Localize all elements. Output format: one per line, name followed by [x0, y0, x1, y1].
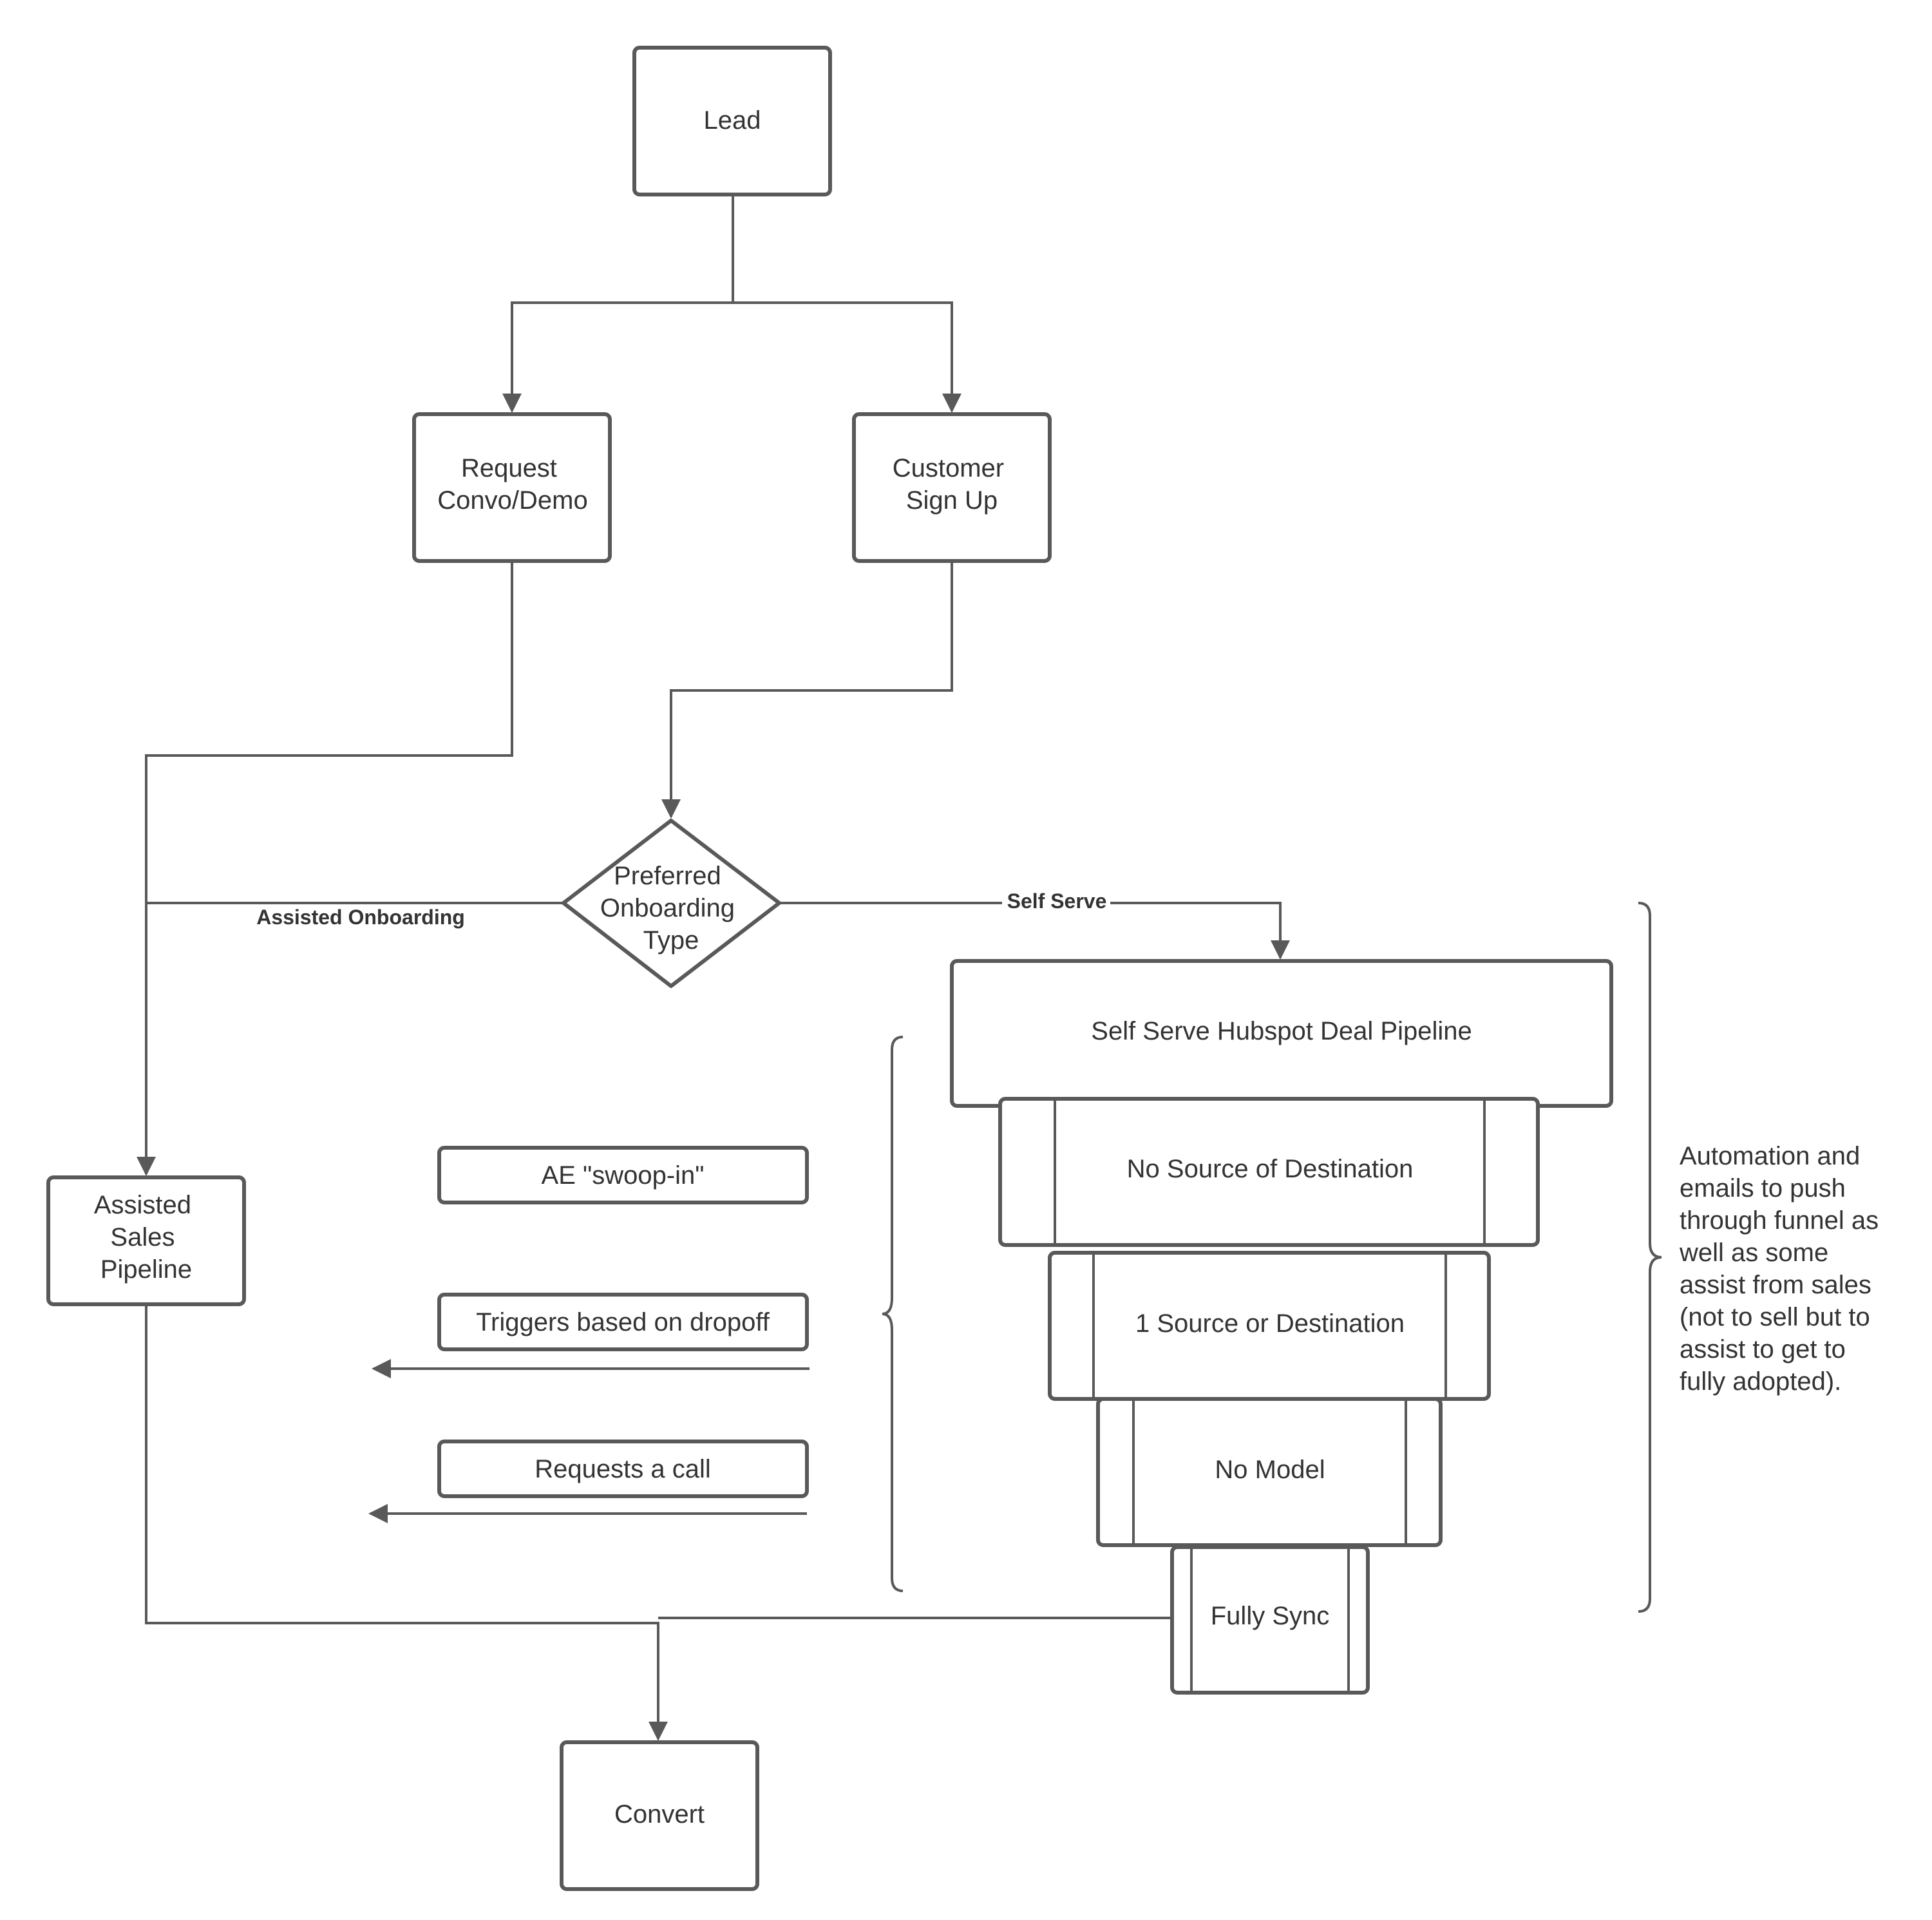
node-no-source-destination: No Source of Destination [998, 1097, 1540, 1247]
node-customer-sign-up: Customer Sign Up [852, 412, 1052, 563]
node-one-source-destination: 1 Source or Destination [1048, 1251, 1491, 1401]
edge-label-assisted-onboarding: Assisted Onboarding [256, 906, 465, 929]
node-fully-sync: Fully Sync [1170, 1545, 1370, 1695]
node-assisted-sales-pipeline: Assisted Sales Pipeline [46, 1175, 246, 1306]
edge-label-self-serve: Self Serve [1007, 889, 1107, 913]
edge-assisted-to-convert [145, 1304, 668, 1741]
annotation-note: Automation and emails to push through fu… [1679, 1142, 1886, 1396]
svg-text:Requests a call: Requests a call [535, 1455, 710, 1483]
edge-request-to-assisted [137, 562, 513, 1176]
node-triggers-dropoff: Triggers based on dropoff [437, 1293, 809, 1351]
svg-text:1 Source or Destination: 1 Source or Destination [1135, 1309, 1405, 1338]
svg-text:Lead: Lead [704, 106, 761, 135]
node-lead: Lead [632, 46, 832, 196]
svg-text:Self Serve Hubspot Deal Pipeli: Self Serve Hubspot Deal Pipeline [1091, 1017, 1472, 1045]
svg-text:Triggers based on dropoff: Triggers based on dropoff [476, 1308, 770, 1336]
svg-text:No Model: No Model [1215, 1456, 1325, 1484]
svg-text:Preferred Onboarding: Preferred Onboarding Type [600, 862, 742, 955]
node-requests-call: Requests a call [437, 1440, 809, 1498]
svg-text:Fully Sync: Fully Sync [1211, 1602, 1330, 1630]
left-curly-brace [882, 1036, 904, 1592]
right-curly-brace [1638, 902, 1662, 1613]
edges [137, 195, 1290, 1741]
node-self-serve-hubspot-pipeline: Self Serve Hubspot Deal Pipeline [950, 959, 1613, 1108]
edge-signup-to-preferred [661, 562, 953, 819]
svg-text:Customer Sign Up: Customer Sign Up [893, 454, 1012, 515]
edge-label-bg [1002, 889, 1110, 915]
node-convert: Convert [560, 1740, 759, 1891]
edge-lead-to-request [502, 301, 733, 413]
node-no-model: No Model [1096, 1397, 1443, 1547]
node-ae-swoop-in: AE "swoop-in" [437, 1146, 809, 1204]
svg-text:AE "swoop-in": AE "swoop-in" [542, 1161, 705, 1190]
node-request-convo-demo: Request Convo/Demo [412, 412, 612, 563]
edge-lead-to-signup [733, 301, 961, 413]
svg-text:No Source of Destination: No Source of Destination [1127, 1155, 1414, 1183]
svg-text:Assisted Sales Pip: Assisted Sales Pipeline [94, 1191, 198, 1284]
edge-preferred-to-selfserve [779, 902, 1290, 960]
svg-text:Request Convo/Demo: Request Convo/Demo [437, 454, 587, 515]
svg-text:Convert: Convert [614, 1800, 705, 1829]
node-preferred-onboarding-type: Preferred Onboarding Type [562, 819, 781, 988]
